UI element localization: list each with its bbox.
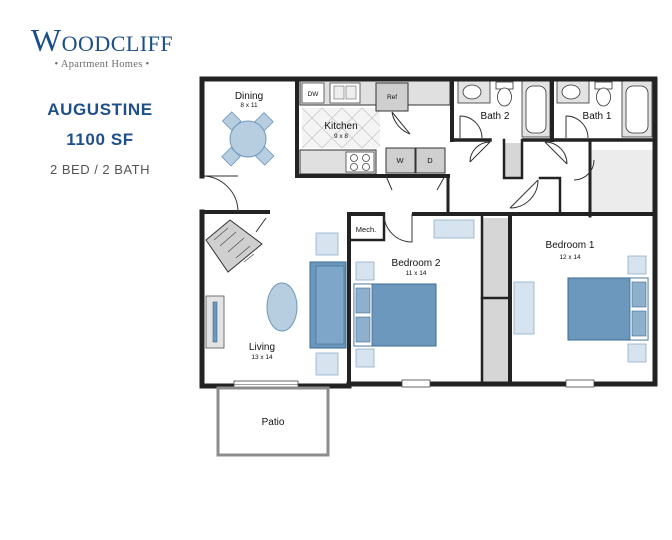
bath2-sink (462, 84, 482, 100)
dryer (415, 147, 446, 174)
tv-stand (205, 295, 225, 349)
bedroom2-label: Bedroom 2 (392, 258, 441, 269)
bedroom1-dims: 12 x 14 (559, 254, 581, 261)
bedroom1-nightstand-top (627, 255, 647, 275)
bath2-tub (521, 80, 551, 138)
bedroom1-dresser (513, 281, 535, 335)
washer (385, 147, 416, 174)
doors (201, 111, 595, 243)
bath1-tub (621, 80, 653, 138)
bedroom2-nightstand-top (355, 261, 375, 281)
kitchen-dims: 9 x 8 (334, 133, 348, 140)
mech-label: Mech. (356, 225, 376, 234)
bath1-toilet (594, 81, 613, 107)
refrigerator (375, 82, 409, 112)
patio-label: Patio (262, 417, 285, 428)
linen-closet (504, 143, 522, 178)
bedroom2-dims: 11 x 14 (406, 270, 427, 277)
closet-bedroom2 (482, 218, 510, 382)
bedroom2-nightstand-bottom (355, 348, 375, 368)
bedroom2-bed (353, 283, 437, 347)
bedroom2-dresser (433, 219, 475, 239)
bedroom1-nightstand-bottom (627, 343, 647, 363)
stove (345, 151, 375, 173)
bath2-toilet (495, 81, 514, 107)
walls (199, 76, 658, 389)
brand-name: Woodcliff (30, 22, 174, 58)
patio (216, 386, 330, 457)
windows (233, 379, 595, 389)
living-label: Living (249, 342, 275, 353)
dishwasher (301, 82, 325, 104)
brand-tagline: • Apartment Homes • (54, 59, 150, 70)
dryer-label: D (427, 156, 433, 165)
coffee-table (266, 282, 298, 332)
bath2-label: Bath 2 (481, 111, 510, 122)
bath1-sink (561, 84, 581, 100)
plan-bed-bath: 2 BED / 2 BATH (50, 162, 150, 177)
bedroom1-bed (567, 277, 649, 341)
plan-size: 1100 SF (66, 130, 134, 149)
kitchen-tile-floor (301, 107, 381, 149)
kitchen-label: Kitchen (324, 121, 357, 132)
brand-logo: Woodcliff • Apartment Homes • (22, 24, 182, 70)
bath1-label: Bath 1 (583, 111, 612, 122)
washer-label: W (396, 156, 404, 165)
living-dims: 13 x 14 (251, 354, 273, 361)
bedroom1-label: Bedroom 1 (546, 240, 595, 251)
fireplace (205, 219, 263, 273)
dining-set (221, 111, 275, 167)
ref-label: Ref (387, 94, 397, 101)
dining-dims: 8 x 11 (240, 102, 258, 109)
end-table-top (315, 232, 339, 256)
plan-name: AUGUSTINE (47, 100, 153, 119)
dishwasher-label: DW (308, 91, 320, 98)
end-table-bottom (315, 352, 339, 376)
closet-bedroom1 (591, 150, 653, 216)
dining-label: Dining (235, 91, 263, 102)
